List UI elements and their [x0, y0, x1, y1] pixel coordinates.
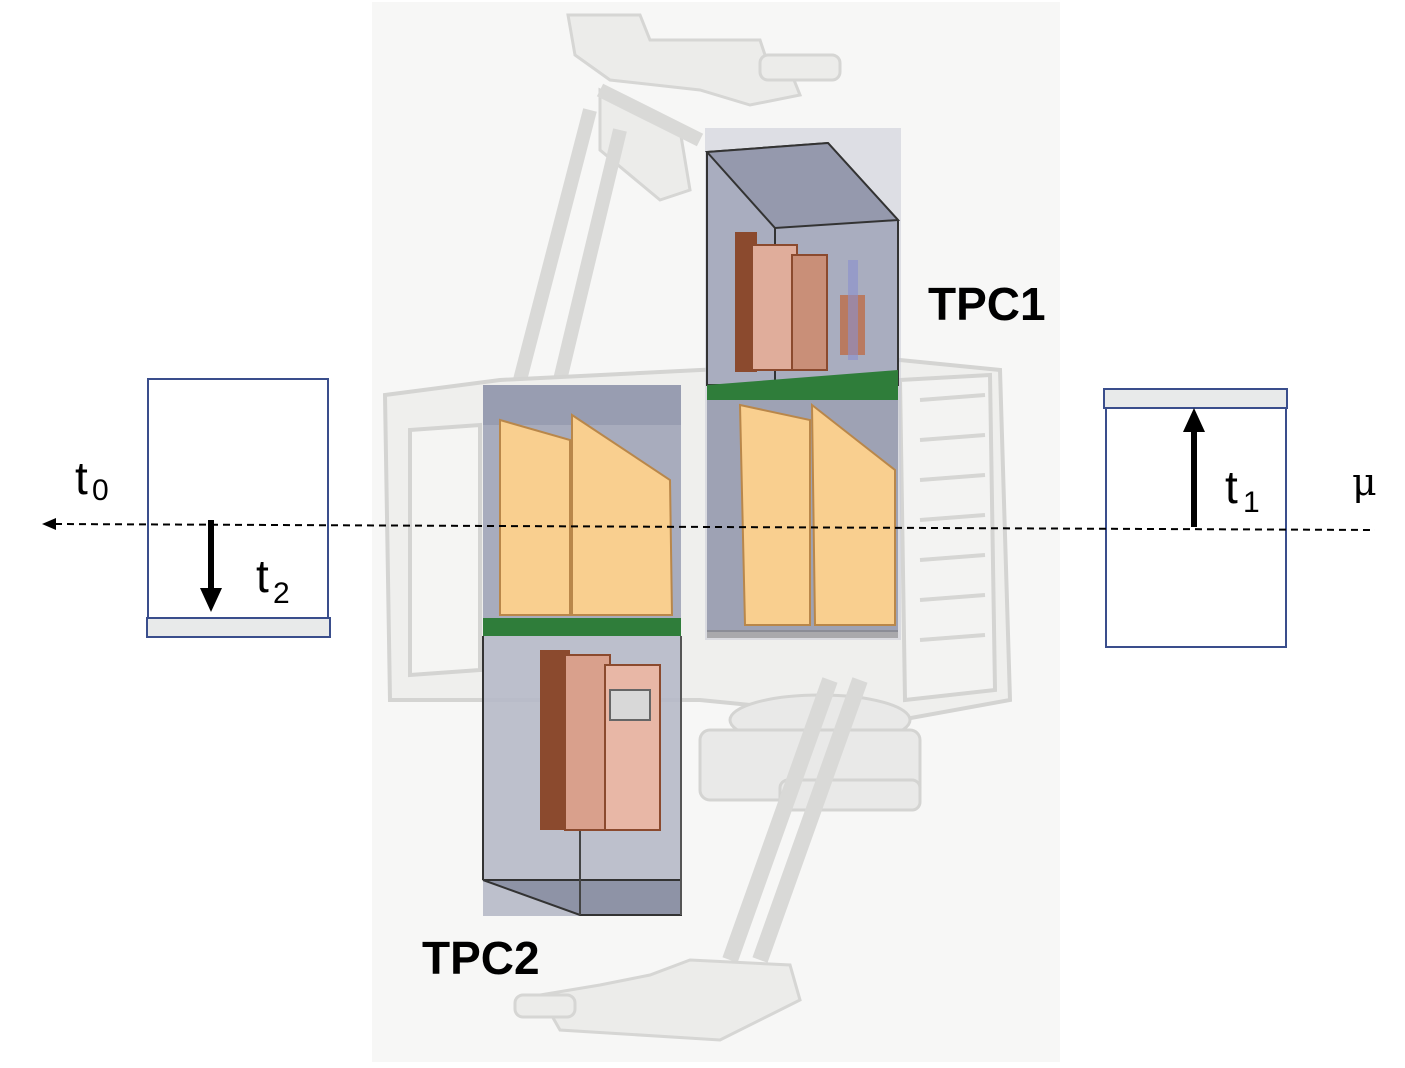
muon-beam [42, 518, 1376, 531]
tpc2-connector [609, 689, 651, 721]
right-scintillator [1103, 388, 1288, 648]
tpc1-label: TPC1 [928, 278, 1046, 330]
tpc1-pcb [707, 370, 898, 408]
left-scintillator [146, 378, 331, 638]
right-scintillator-bar [1103, 388, 1288, 409]
tpc2-copper-board-1 [564, 654, 611, 831]
tpc1-module [704, 128, 901, 640]
lower-leg [722, 677, 868, 963]
right-side-slats [919, 393, 986, 642]
left-scintillator-bar [146, 617, 331, 638]
upper-legs [513, 83, 704, 382]
beam-line [54, 523, 1376, 531]
tpc2-label: TPC2 [422, 932, 540, 984]
top-mount [566, 13, 842, 202]
main-box-frame [382, 357, 1013, 723]
bottom-mount [513, 958, 802, 1042]
t1-arrow [1183, 408, 1205, 527]
tpc2-module [482, 385, 682, 916]
muon-label: μ [1352, 460, 1377, 504]
tpc2-pcb [483, 618, 681, 636]
tpc1-plate-1 [738, 403, 811, 626]
t2-arrow [200, 520, 222, 612]
tpc2-plate-2 [571, 413, 674, 616]
tpc1-copper-board-2 [791, 254, 828, 371]
tpc1-box-top [704, 141, 901, 230]
tpc1-copper-board-1 [751, 244, 798, 371]
tpc1-plate-2 [810, 402, 896, 626]
tpc2-top-structure [483, 385, 681, 425]
left-scintillator-box [147, 378, 329, 620]
tpc1-cable [848, 260, 858, 360]
tpc2-plate-1 [499, 418, 571, 616]
beam-arrowhead [42, 518, 56, 530]
